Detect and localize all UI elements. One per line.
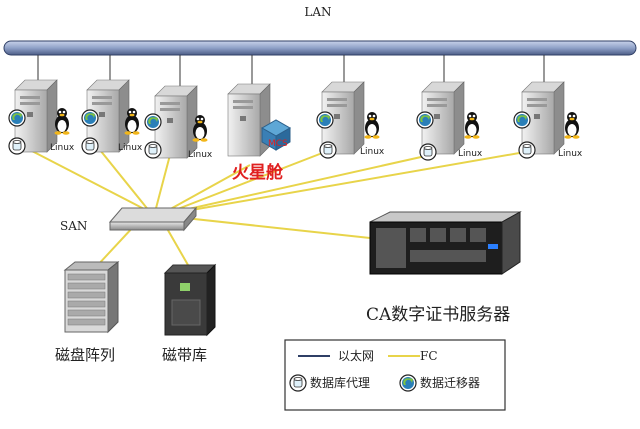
os-label: Linux xyxy=(118,143,143,153)
legend-fc: FC xyxy=(420,349,438,363)
database-proxy-icon xyxy=(144,141,162,159)
database-proxy-icon xyxy=(518,141,536,159)
data-migrator-icon xyxy=(399,374,417,392)
data-migrator-icon xyxy=(81,109,99,127)
data-migrator-icon xyxy=(416,111,434,129)
database-proxy-icon xyxy=(419,143,437,161)
database-proxy-icon xyxy=(81,137,99,155)
disk-array-label: 磁盘阵列 xyxy=(55,346,115,364)
san-label: SAN xyxy=(60,219,87,233)
mcs-logo-text: MCS xyxy=(268,139,288,149)
server-6: Linux xyxy=(416,81,483,161)
lan-label: LAN xyxy=(304,5,331,19)
tape-library-label: 磁带库 xyxy=(162,346,207,364)
database-proxy-icon xyxy=(319,141,337,159)
legend-data-migrator: 数据迁移器 xyxy=(420,375,480,390)
ca-server xyxy=(369,211,522,275)
brand-label: 火星舱 xyxy=(232,162,284,183)
lan-bus xyxy=(3,40,637,56)
server-1: Linux xyxy=(8,79,75,155)
linux-penguin-icon xyxy=(364,112,380,139)
data-migrator-icon xyxy=(144,113,162,131)
os-label: Linux xyxy=(360,147,385,157)
database-proxy-icon xyxy=(289,374,307,392)
os-label: Linux xyxy=(188,150,213,160)
data-migrator-icon xyxy=(316,111,334,129)
san-switch xyxy=(108,206,198,232)
fc-links xyxy=(29,149,526,269)
server-7: Linux xyxy=(513,81,583,159)
lan-drops xyxy=(37,55,545,86)
os-label: Linux xyxy=(558,149,583,159)
ca-server-label: CA数字证书服务器 xyxy=(366,305,510,325)
database-proxy-icon xyxy=(8,137,26,155)
data-migrator-icon xyxy=(513,111,531,129)
server-4-mcs: MCS 火星舱 xyxy=(227,83,292,183)
disk-array xyxy=(63,260,120,334)
legend-ethernet: 以太网 xyxy=(338,348,374,363)
linux-penguin-icon xyxy=(564,112,580,139)
os-label: Linux xyxy=(458,149,483,159)
linux-penguin-icon xyxy=(464,112,480,139)
legend: 以太网 FC 数据库代理 数据迁移器 xyxy=(284,339,506,411)
server-3: Linux xyxy=(144,85,213,160)
tape-library xyxy=(163,263,217,337)
server-2: Linux xyxy=(81,79,143,155)
server-5: Linux xyxy=(316,81,385,159)
data-migrator-icon xyxy=(8,109,26,127)
legend-db-proxy: 数据库代理 xyxy=(310,375,370,390)
os-label: Linux xyxy=(50,143,75,153)
